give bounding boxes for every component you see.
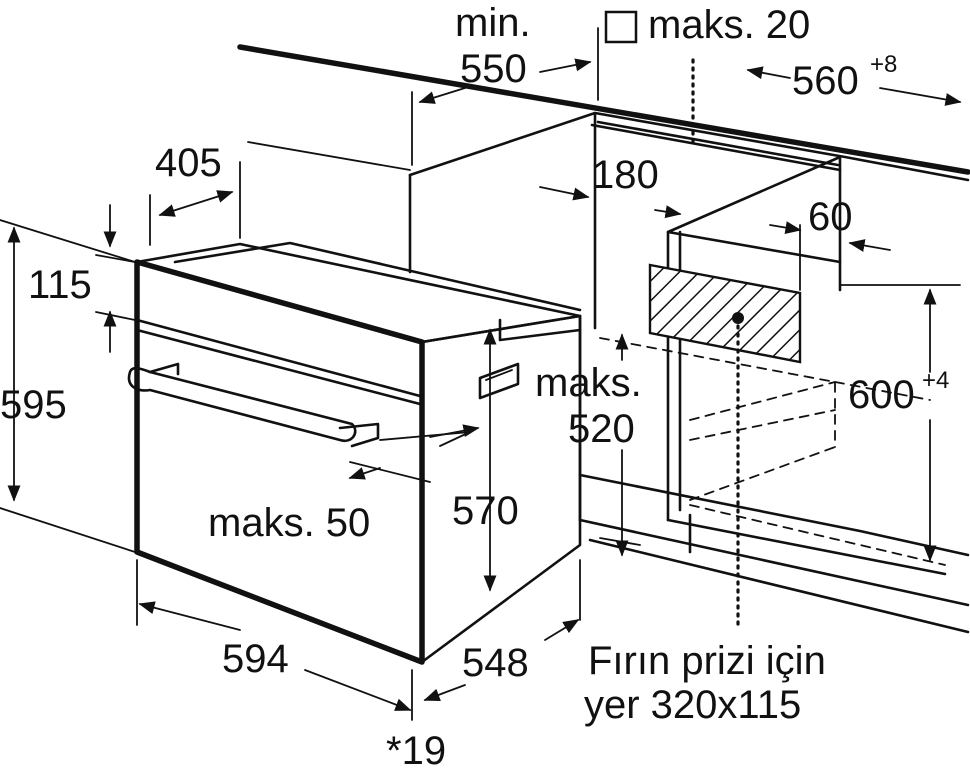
label-min: min. (455, 1, 531, 45)
oven (127, 241, 582, 665)
label-594: 594 (222, 637, 289, 681)
socket-caption-line1: Fırın prizi için (588, 639, 826, 683)
label-600: 600 (848, 373, 915, 417)
label-560-tolerance: +8 (870, 51, 897, 78)
label-548: 548 (462, 641, 529, 685)
label-115: 115 (28, 263, 92, 307)
label-note-19: *19 (386, 729, 446, 773)
socket-caption-line2: yer 320x115 (584, 683, 801, 727)
socket-area (604, 10, 802, 627)
square-symbol-icon (604, 10, 638, 44)
label-60: 60 (808, 195, 853, 239)
label-595: 595 (0, 383, 67, 427)
label-maks-20: maks. 20 (648, 3, 810, 47)
label-maks: maks. (535, 361, 642, 405)
cabinet-niche (237, 44, 970, 634)
label-180: 180 (592, 153, 659, 197)
dimension-labels: min. 550 maks. 20 560 +8 405 180 60 115 … (0, 1, 949, 773)
label-550: 550 (460, 47, 527, 91)
label-405: 405 (155, 141, 222, 185)
label-520: 520 (568, 407, 635, 451)
label-560: 560 (792, 59, 859, 103)
dimension-lines (0, 27, 962, 721)
label-570: 570 (452, 489, 519, 533)
label-maks-50: maks. 50 (208, 501, 370, 545)
label-600-tolerance: +4 (922, 367, 949, 394)
